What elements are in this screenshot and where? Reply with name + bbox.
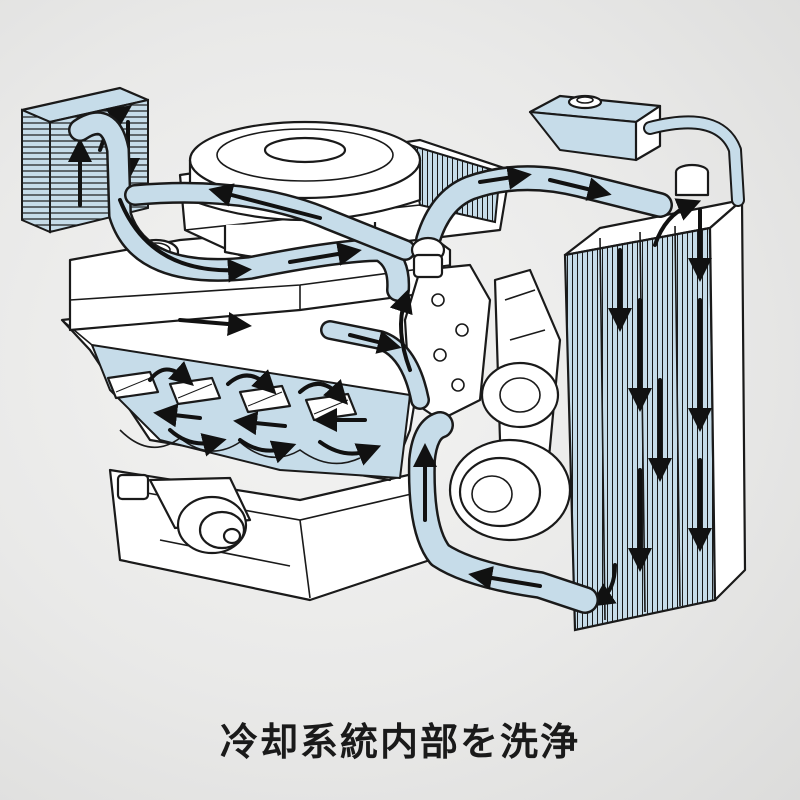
coolant-reservoir bbox=[528, 94, 662, 162]
caption-title: 冷却系統内部を洗浄 bbox=[219, 720, 580, 764]
radiator bbox=[563, 163, 747, 632]
fan-belt-pulleys bbox=[448, 268, 572, 542]
engine-cooling-diagram bbox=[20, 86, 747, 632]
water-pump bbox=[403, 263, 492, 422]
coolant-hoses bbox=[68, 111, 745, 614]
starter-motor bbox=[116, 473, 252, 555]
